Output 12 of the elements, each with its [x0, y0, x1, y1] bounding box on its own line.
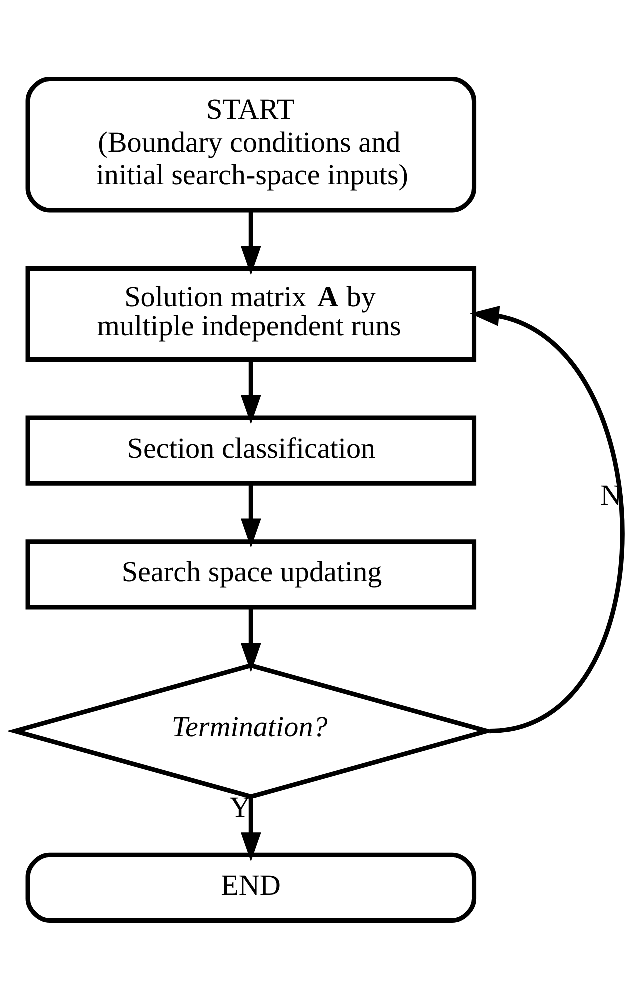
node-box: Search space updating — [26, 539, 477, 610]
node-box: Solution matrix A by multiple independent runs — [26, 266, 477, 362]
edge-label: Y — [230, 792, 251, 824]
arrow — [240, 360, 262, 424]
arrow — [240, 608, 262, 672]
arrow — [240, 210, 262, 275]
arrow — [240, 796, 262, 862]
node-box: Section classification — [26, 415, 477, 486]
arrow — [470, 305, 625, 734]
node-box: START (Boundary conditions and initial search-space inputs) — [26, 76, 477, 212]
arrow — [240, 484, 262, 548]
node-box: END — [26, 852, 477, 922]
